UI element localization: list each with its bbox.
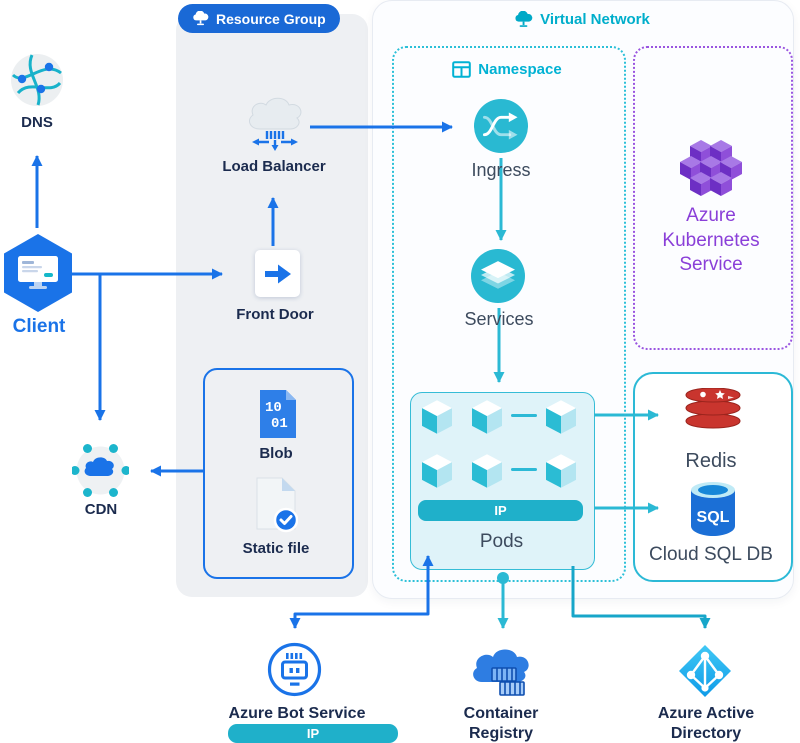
services-icon bbox=[471, 249, 525, 303]
cloud-sql-icon: SQL bbox=[691, 482, 735, 536]
pod-cube-icon bbox=[422, 454, 452, 488]
aks-icon bbox=[680, 140, 742, 196]
container-registry-icon bbox=[473, 649, 529, 696]
ingress-icon bbox=[474, 99, 528, 153]
load-balancer-icon bbox=[249, 97, 302, 151]
pod-cube-icon bbox=[546, 400, 576, 434]
active-directory-label: Azure Active Directory bbox=[657, 705, 755, 742]
virtual-network-label: Virtual Network bbox=[540, 10, 650, 28]
client-label: Client bbox=[12, 316, 66, 337]
pod-cube-icon bbox=[422, 400, 452, 434]
resource-group-badge: Resource Group bbox=[178, 4, 340, 33]
blob-static-box bbox=[203, 368, 354, 579]
namespace-header: Namespace bbox=[392, 58, 622, 80]
bot-ip-label: IP bbox=[306, 726, 320, 741]
cube-link-dash bbox=[511, 468, 537, 471]
active-directory-icon bbox=[679, 645, 731, 697]
services-label: Services bbox=[464, 309, 534, 329]
dns-label: DNS bbox=[21, 114, 53, 131]
namespace-grid-icon bbox=[452, 60, 472, 78]
arrow-right-glyph bbox=[264, 264, 291, 283]
cdn-icon bbox=[72, 444, 129, 497]
blob-icon: 10 01 bbox=[260, 390, 296, 438]
client-hexagon bbox=[4, 234, 72, 312]
redis-icon bbox=[685, 388, 741, 429]
namespace-box bbox=[392, 46, 626, 582]
static-file-label: Static file bbox=[242, 540, 310, 557]
blob-label: Blob bbox=[259, 445, 293, 462]
cube-link-dash bbox=[511, 414, 537, 417]
bot-service-icon bbox=[267, 642, 322, 697]
static-file-icon bbox=[256, 477, 298, 533]
resource-group-label: Resource Group bbox=[216, 10, 326, 27]
cloud-tree-icon bbox=[193, 11, 209, 26]
monitor-icon bbox=[18, 256, 58, 289]
load-balancer-label: Load Balancer bbox=[222, 158, 326, 175]
shuffle-glyph bbox=[483, 112, 518, 140]
bot-ip-pill: IP bbox=[228, 724, 398, 743]
pods-ip-label: IP bbox=[494, 503, 507, 518]
namespace-label: Namespace bbox=[478, 60, 562, 78]
pod-cube-icon bbox=[546, 454, 576, 488]
virtual-network-header: Virtual Network bbox=[372, 7, 792, 31]
aks-label: Azure Kubernetes Service bbox=[662, 205, 760, 276]
front-door-icon bbox=[255, 250, 300, 297]
container-registry-label: Container Registry bbox=[463, 705, 539, 742]
dns-globe-icon bbox=[11, 54, 63, 106]
front-door-label: Front Door bbox=[236, 306, 314, 323]
cdn-label: CDN bbox=[84, 501, 118, 518]
pod-cube-icon bbox=[472, 400, 502, 434]
blob-glyph-line2: 01 bbox=[271, 416, 288, 432]
pods-label: Pods bbox=[479, 531, 524, 552]
pod-cube-icon bbox=[472, 454, 502, 488]
redis-label: Redis bbox=[685, 450, 737, 472]
aks-box bbox=[633, 46, 793, 350]
cloud-sql-label: Cloud SQL DB bbox=[649, 544, 773, 565]
layers-glyph bbox=[481, 261, 515, 289]
cloud-tree-icon bbox=[515, 10, 533, 27]
blob-glyph-line1: 10 bbox=[265, 400, 282, 416]
pods-ip-pill: IP bbox=[418, 500, 583, 521]
sql-glyph: SQL bbox=[697, 509, 730, 526]
bot-service-label: Azure Bot Service bbox=[228, 705, 366, 722]
ingress-label: Ingress bbox=[471, 160, 531, 180]
